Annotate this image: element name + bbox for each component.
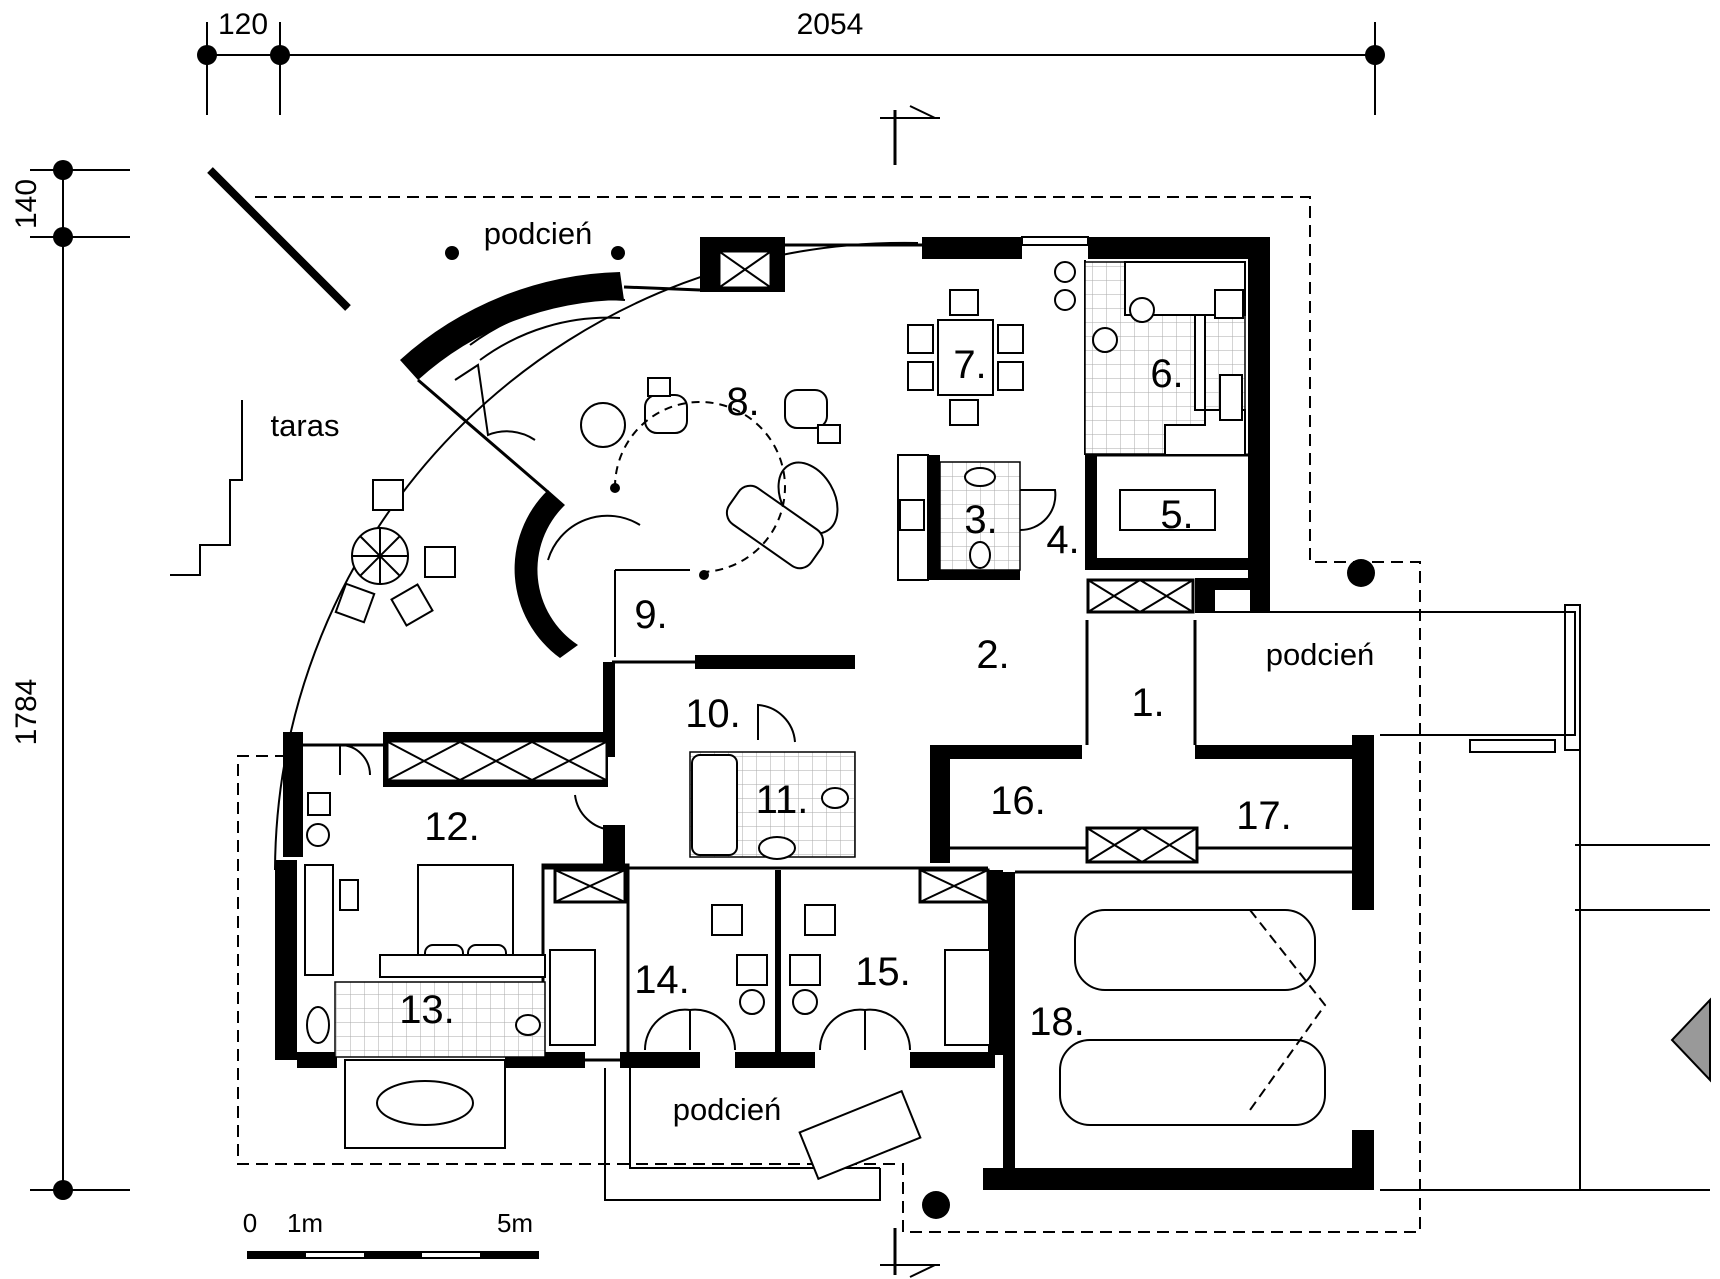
room-label-9: 9. [634,593,667,637]
scale-five-meters: 5m [497,1208,533,1238]
porch-label-north: podcień [484,216,593,251]
room-label-2: 2. [976,633,1009,677]
east-porch [1195,604,1711,1191]
room-label-11: 11. [756,778,809,822]
scale-one-meter: 1m [287,1208,323,1238]
terrace-label: taras [271,408,340,443]
room-label-17: 17. [1236,794,1292,838]
room-label-6: 6. [1150,352,1183,396]
bathroom-13-tiles [334,981,546,1058]
section-marker-top [880,105,940,165]
spiral-stair [547,401,786,657]
porch-label-east: podcień [1266,637,1375,672]
column [445,246,459,260]
bedroom-12-furniture [304,744,613,978]
porch-label-south: podcień [673,1092,782,1127]
pantry-shelf [1119,489,1216,531]
roof-outline [237,196,1421,1233]
room-label-1: 1. [1131,681,1164,725]
column [611,246,625,260]
column [1347,559,1375,587]
bathroom-11-fixtures [691,703,849,860]
scale-bar [247,1251,539,1259]
section-marker-bottom [880,1228,940,1278]
garage-cars [1059,909,1327,1126]
room-label-4: 4. [1046,518,1079,562]
dining-table [907,289,1024,426]
room-label-18: 18. [1029,1000,1085,1044]
living-furniture [454,363,841,570]
left-dimension-line [30,160,130,1200]
room-label-7: 7. [953,343,986,387]
wc-fixtures [897,454,1057,581]
room-label-12: 12. [424,805,480,849]
room-label-10: 10. [685,692,741,736]
kitchen-counter [1054,261,1246,456]
room-label-8: 8. [726,380,759,424]
bathroom-13-fixtures [306,1006,541,1149]
room-label-15: 15. [855,950,911,994]
room-label-13: 13. [399,988,455,1032]
north-arrow-icon [1670,997,1711,1083]
rooms-14-15-furniture [549,870,991,1052]
south-porch [604,1068,922,1201]
dim-top-main: 2054 [797,8,864,41]
room-label-5: 5. [1160,493,1193,537]
terrace-furniture [334,479,456,627]
top-dimension-line [197,22,1385,115]
dim-left-top: 140 [10,179,43,229]
dim-left-main: 1784 [10,679,43,746]
room-label-14: 14. [634,958,690,1002]
room-label-16: 16. [990,779,1046,823]
scale-zero: 0 [243,1208,257,1238]
room-label-3: 3. [964,498,997,542]
column [922,1191,950,1219]
dim-top-left: 120 [218,8,268,41]
